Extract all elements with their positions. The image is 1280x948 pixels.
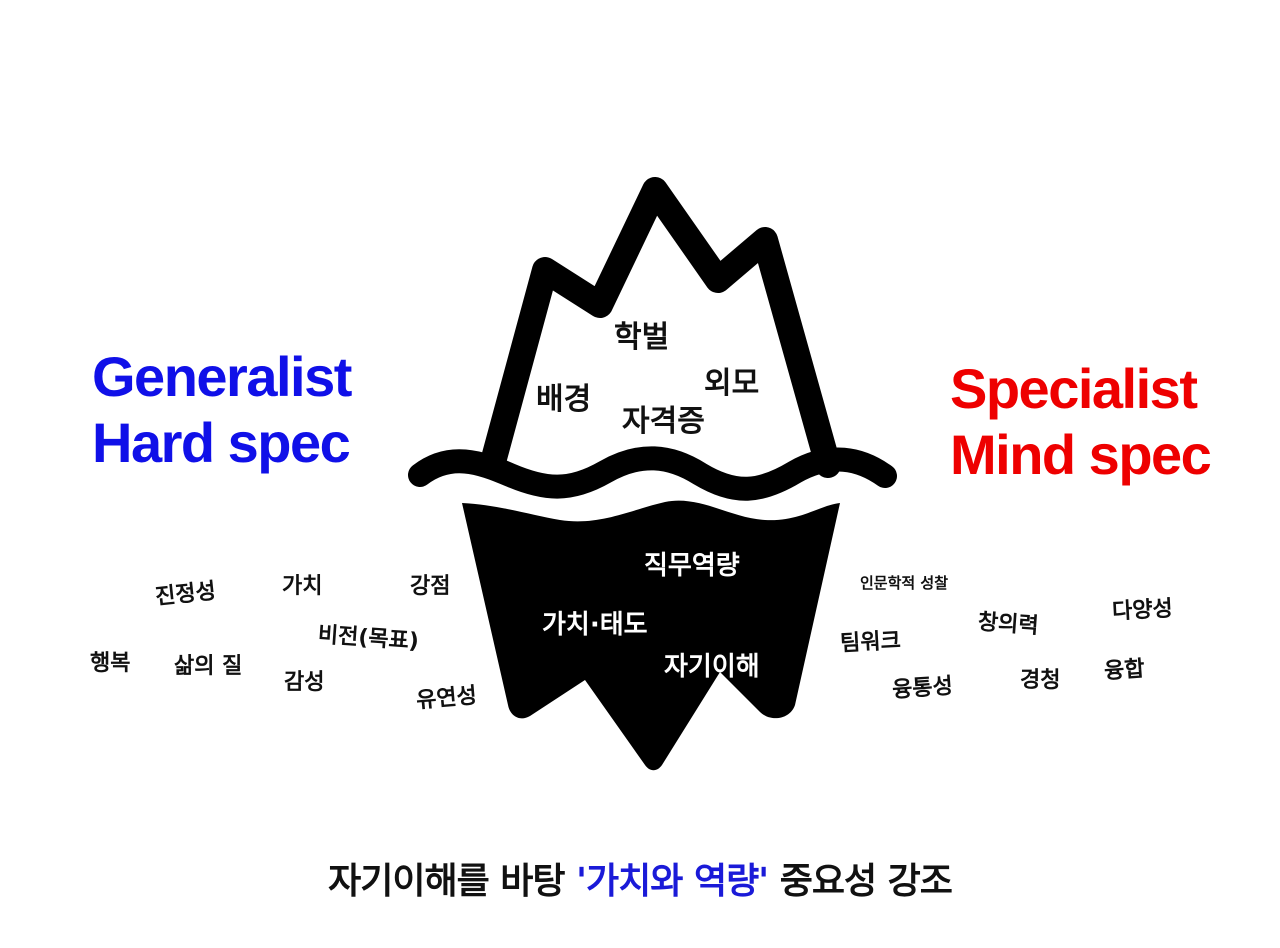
right-word: 인문학적 성찰 bbox=[860, 574, 949, 592]
footer-prefix: 자기이해를 바탕 bbox=[328, 861, 577, 902]
above-water-word: 자격증 bbox=[622, 404, 705, 439]
left-word: 행복 bbox=[90, 651, 131, 676]
footer-suffix: 중요성 강조 bbox=[768, 861, 953, 902]
generalist-label: Generalist Hard spec bbox=[92, 344, 352, 476]
right-word: 창의력 bbox=[977, 609, 1040, 640]
specialist-label: Specialist Mind spec bbox=[950, 356, 1212, 488]
mind-spec-title: Mind spec bbox=[950, 423, 1212, 486]
iceberg-tip-outline bbox=[480, 177, 841, 478]
right-word: 다양성 bbox=[1111, 596, 1174, 625]
generalist-title: Generalist bbox=[92, 345, 352, 408]
left-word: 감성 bbox=[284, 670, 325, 695]
specialist-title: Specialist bbox=[950, 357, 1198, 420]
left-word: 유연성 bbox=[415, 683, 478, 714]
below-water-word: 가치·태도 bbox=[542, 610, 648, 640]
below-water-word: 자기이해 bbox=[664, 652, 760, 682]
iceberg-submerged bbox=[462, 500, 840, 771]
right-word: 경청 bbox=[1020, 668, 1061, 693]
right-word: 융통성 bbox=[891, 673, 954, 704]
above-water-word: 외모 bbox=[704, 366, 760, 401]
left-word: 삶의 질 bbox=[174, 654, 243, 679]
below-water-word: 직무역량 bbox=[644, 551, 740, 581]
hard-spec-title: Hard spec bbox=[92, 411, 351, 474]
water-wave-upper bbox=[408, 446, 897, 501]
right-word: 팀워크 bbox=[839, 628, 902, 657]
above-water-word: 학벌 bbox=[614, 320, 670, 355]
right-word: 융합 bbox=[1103, 656, 1146, 685]
above-water-word: 배경 bbox=[536, 382, 592, 417]
left-word: 진정성 bbox=[154, 578, 218, 611]
left-word: 강점 bbox=[410, 574, 451, 599]
left-word: 가치 bbox=[282, 574, 323, 599]
footer-caption: 자기이해를 바탕 '가치와 역량' 중요성 강조 bbox=[0, 852, 1280, 904]
footer-highlight: '가치와 역량' bbox=[576, 861, 769, 902]
